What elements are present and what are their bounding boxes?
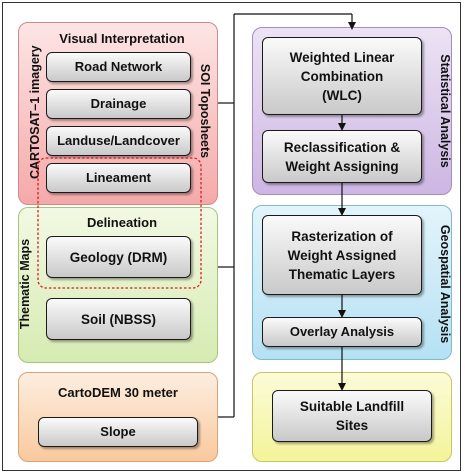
reclassification-box: Reclassification & Weight Assigning bbox=[262, 130, 422, 183]
overlay-analysis-box: Overlay Analysis bbox=[262, 317, 422, 347]
slope-box: Slope bbox=[38, 417, 198, 447]
suitable-landfill-sites-box: Suitable Landfill Sites bbox=[272, 390, 432, 442]
lineament-geology-highlight bbox=[37, 157, 202, 289]
delineation-title: Delineation bbox=[86, 215, 158, 230]
drainage-box: Drainage bbox=[46, 89, 191, 119]
wlc-box: Weighted Linear Combination (WLC) bbox=[262, 37, 422, 115]
cartodem-title: CartoDEM 30 meter bbox=[58, 385, 178, 400]
geology-drm-box: Geology (DRM) bbox=[46, 236, 191, 278]
lineament-box: Lineament bbox=[46, 163, 191, 193]
rasterization-box: Rasterization of Weight Assigned Themati… bbox=[262, 215, 422, 295]
landuse-landcover-box: Landuse/Landcover bbox=[46, 126, 191, 156]
road-network-box: Road Network bbox=[46, 52, 191, 82]
soil-nbss-box: Soil (NBSS) bbox=[46, 298, 191, 340]
visual-interpretation-title: Visual Interpretation bbox=[59, 31, 185, 46]
